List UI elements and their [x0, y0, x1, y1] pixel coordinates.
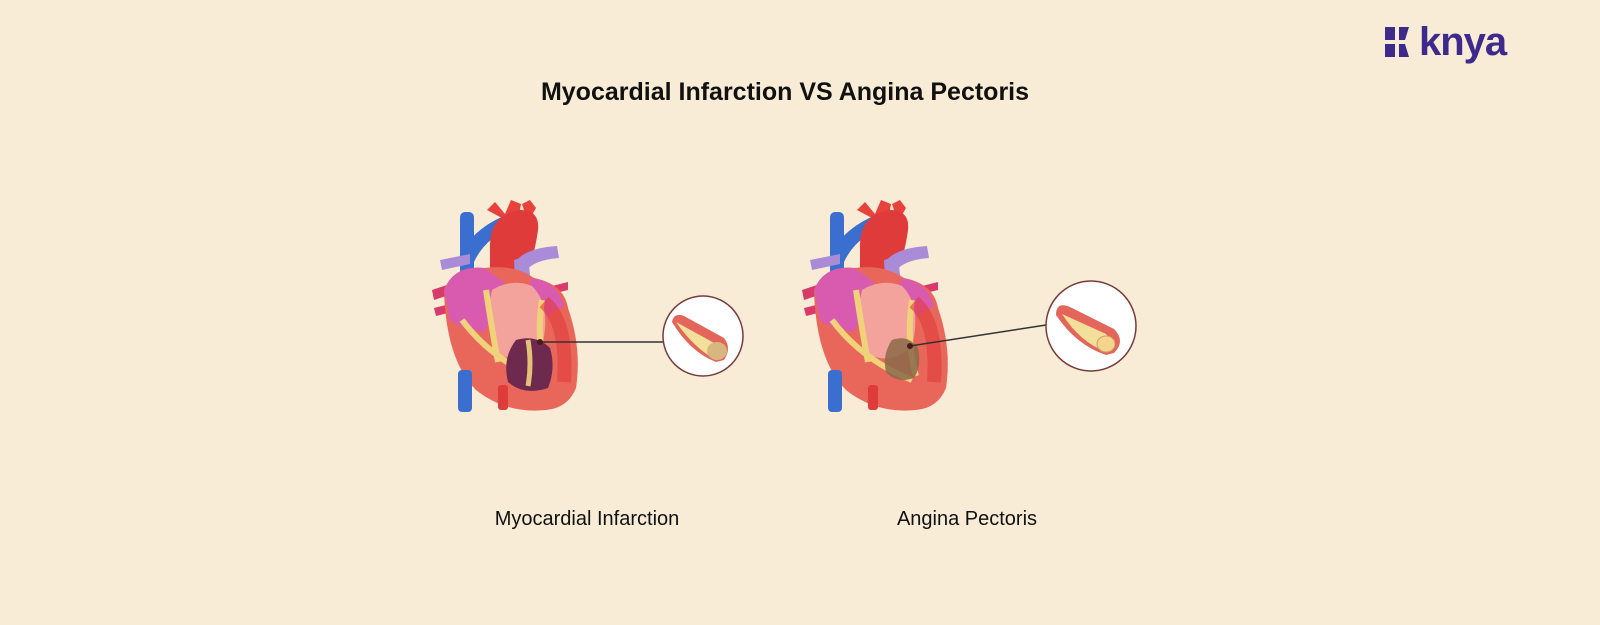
- heart-myocardial-infarction: [432, 200, 578, 412]
- pointer-line-2: [909, 324, 1047, 347]
- label-angina-pectoris: Angina Pectoris: [896, 508, 1038, 530]
- artery-cross-section-infarction: [662, 295, 744, 377]
- heart-angina-pectoris: [802, 200, 948, 412]
- label-myocardial-infarction: Myocardial Infarction: [494, 508, 680, 530]
- knya-logo: knya: [1383, 20, 1507, 64]
- ischemia-lesion: [884, 338, 920, 380]
- knya-logo-mark-icon: [1385, 27, 1409, 57]
- artery-cross-section-angina: [1045, 280, 1137, 372]
- logo-text: knya: [1419, 20, 1507, 64]
- page-title: Myocardial Infarction VS Angina Pectoris: [540, 78, 1030, 106]
